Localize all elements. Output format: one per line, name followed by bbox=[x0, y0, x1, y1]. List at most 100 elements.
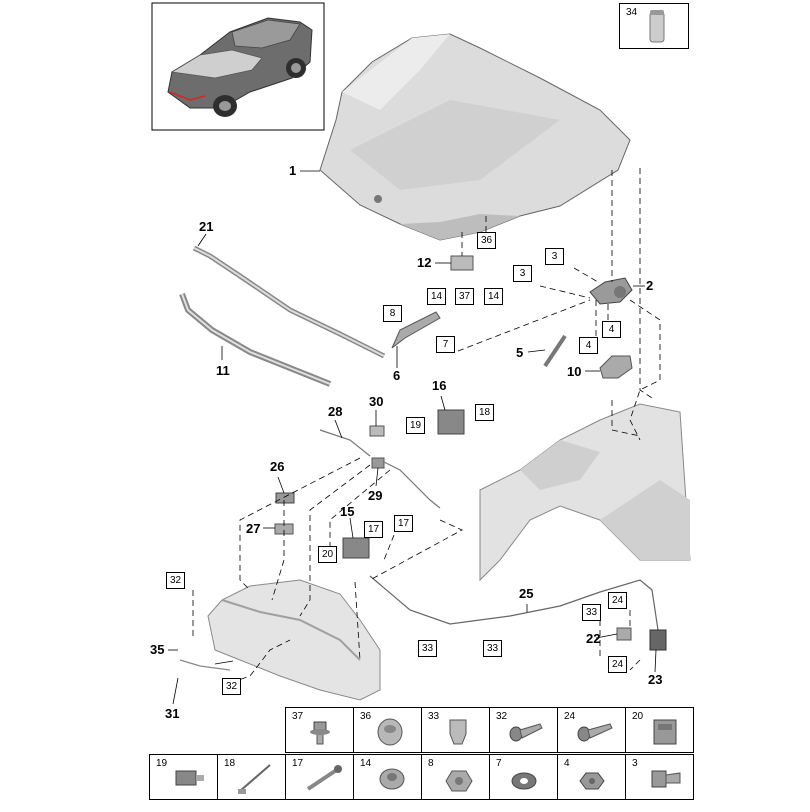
boxed-callout-4-upper: 4 bbox=[602, 321, 621, 338]
boxed-callout-3-lower: 3 bbox=[513, 265, 532, 282]
bracket-26 bbox=[275, 492, 295, 504]
release-handle-23 bbox=[649, 629, 667, 651]
hex-bolt-icon bbox=[651, 770, 681, 788]
hinge-bracket-12 bbox=[450, 255, 474, 271]
latch-actuator-29 bbox=[371, 457, 385, 469]
boxed-callout-32-lower: 32 bbox=[222, 678, 241, 695]
callout-11: 11 bbox=[216, 363, 230, 378]
legend-label: 24 bbox=[564, 711, 576, 722]
legend-label: 33 bbox=[428, 711, 440, 722]
boxed-callout-14-right: 14 bbox=[484, 288, 503, 305]
legend-cell-32: 32 bbox=[489, 707, 558, 753]
legend-cell-17: 17 bbox=[285, 754, 354, 800]
legend-label: 14 bbox=[360, 758, 372, 769]
cable-29 bbox=[383, 461, 441, 509]
front-carrier-frame bbox=[179, 579, 381, 701]
seal-strip-11 bbox=[179, 292, 332, 387]
callout-2: 2 bbox=[646, 278, 654, 293]
callout-25: 25 bbox=[519, 586, 534, 601]
boxed-callout-20: 20 bbox=[318, 546, 337, 563]
seal-strip-11-highlight bbox=[181, 293, 331, 385]
legend-label: 37 bbox=[292, 711, 304, 722]
boxed-callout-8: 8 bbox=[383, 305, 402, 322]
boxed-callout-33-middle: 33 bbox=[483, 640, 502, 657]
legend-cell-19: 19 bbox=[149, 754, 218, 800]
cable-28 bbox=[319, 429, 371, 457]
boxed-callout-3-upper: 3 bbox=[545, 248, 564, 265]
boxed-callout-4-lower: 4 bbox=[579, 337, 598, 354]
callout-26: 26 bbox=[270, 459, 285, 474]
bolt-washer-icon bbox=[310, 721, 330, 745]
leader-lines bbox=[168, 170, 657, 705]
boxed-callout-33-left: 33 bbox=[418, 640, 437, 657]
vehicle-illustration bbox=[167, 17, 313, 117]
legend-label: 4 bbox=[564, 758, 570, 769]
boxed-callout-24-lower: 24 bbox=[608, 656, 627, 673]
legend-cell-24: 24 bbox=[557, 707, 626, 753]
hex-nut-icon bbox=[445, 770, 473, 792]
legend-cell-33: 33 bbox=[421, 707, 490, 753]
callout-6: 6 bbox=[393, 368, 401, 383]
wire-harness-icon bbox=[238, 764, 271, 794]
legend-label: 32 bbox=[496, 711, 508, 722]
callout-21: 21 bbox=[199, 219, 214, 234]
legend-label: 20 bbox=[632, 711, 644, 722]
reference-dash-lines bbox=[192, 168, 661, 687]
connector-icon bbox=[653, 719, 677, 745]
callout-16: 16 bbox=[432, 378, 447, 393]
callout-10: 10 bbox=[567, 364, 582, 379]
legend-cell-36: 36 bbox=[353, 707, 422, 753]
callout-31: 31 bbox=[165, 706, 180, 721]
release-cable-25 bbox=[369, 575, 659, 631]
legend-label: 19 bbox=[156, 758, 168, 769]
legend-cell-3: 3 bbox=[625, 754, 694, 800]
legend-cell-18: 18 bbox=[217, 754, 286, 800]
legend-cell-37: 37 bbox=[285, 707, 354, 753]
gas-strut-5 bbox=[543, 334, 567, 368]
boxed-callout-24-upper: 24 bbox=[608, 592, 627, 609]
boxed-callout-37: 37 bbox=[455, 288, 474, 305]
legend-cell-14: 14 bbox=[353, 754, 422, 800]
control-unit-15 bbox=[342, 537, 370, 559]
flange-nut-icon bbox=[379, 768, 405, 790]
callout-12: 12 bbox=[417, 255, 432, 270]
callout-15: 15 bbox=[340, 504, 355, 519]
bolt-icon bbox=[577, 723, 613, 742]
boxed-callout-7: 7 bbox=[436, 336, 455, 353]
legend-label: 8 bbox=[428, 758, 434, 769]
fender-body-panel bbox=[479, 403, 691, 582]
nut-icon bbox=[579, 772, 605, 790]
callout-5: 5 bbox=[516, 345, 524, 360]
long-bolt-icon bbox=[306, 765, 342, 791]
boxed-callout-19: 19 bbox=[406, 417, 425, 434]
legend-cell-8: 8 bbox=[421, 754, 490, 800]
grease-tube-icon bbox=[649, 10, 665, 43]
callout-29: 29 bbox=[368, 488, 383, 503]
screw-icon bbox=[509, 723, 543, 742]
seal-strip-21-highlight bbox=[193, 247, 385, 357]
legend-label: 36 bbox=[360, 711, 372, 722]
legend-cell-7: 7 bbox=[489, 754, 558, 800]
plug-connector-icon bbox=[175, 770, 204, 786]
legend-label: 18 bbox=[224, 758, 236, 769]
bracket-30 bbox=[369, 425, 385, 437]
cable-clip-icon bbox=[449, 719, 467, 745]
boxed-callout-14-left: 14 bbox=[427, 288, 446, 305]
grommet-icon bbox=[377, 718, 403, 746]
hood-panel bbox=[319, 33, 631, 241]
callout-27: 27 bbox=[246, 521, 261, 536]
callout-35: 35 bbox=[150, 642, 165, 657]
boxed-callout-33-right: 33 bbox=[582, 604, 601, 621]
callout-23: 23 bbox=[648, 672, 663, 687]
callout-22: 22 bbox=[586, 631, 601, 646]
washer-icon bbox=[511, 772, 537, 790]
legend-label: 17 bbox=[292, 758, 304, 769]
legend-cell-4: 4 bbox=[557, 754, 626, 800]
part-34-label: 34 bbox=[626, 7, 638, 18]
legend-label: 3 bbox=[632, 758, 638, 769]
boxed-callout-32-upper: 32 bbox=[166, 572, 185, 589]
boxed-callout-36: 36 bbox=[477, 232, 496, 249]
boxed-callout-17-left: 17 bbox=[364, 521, 383, 538]
legend-label: 7 bbox=[496, 758, 502, 769]
